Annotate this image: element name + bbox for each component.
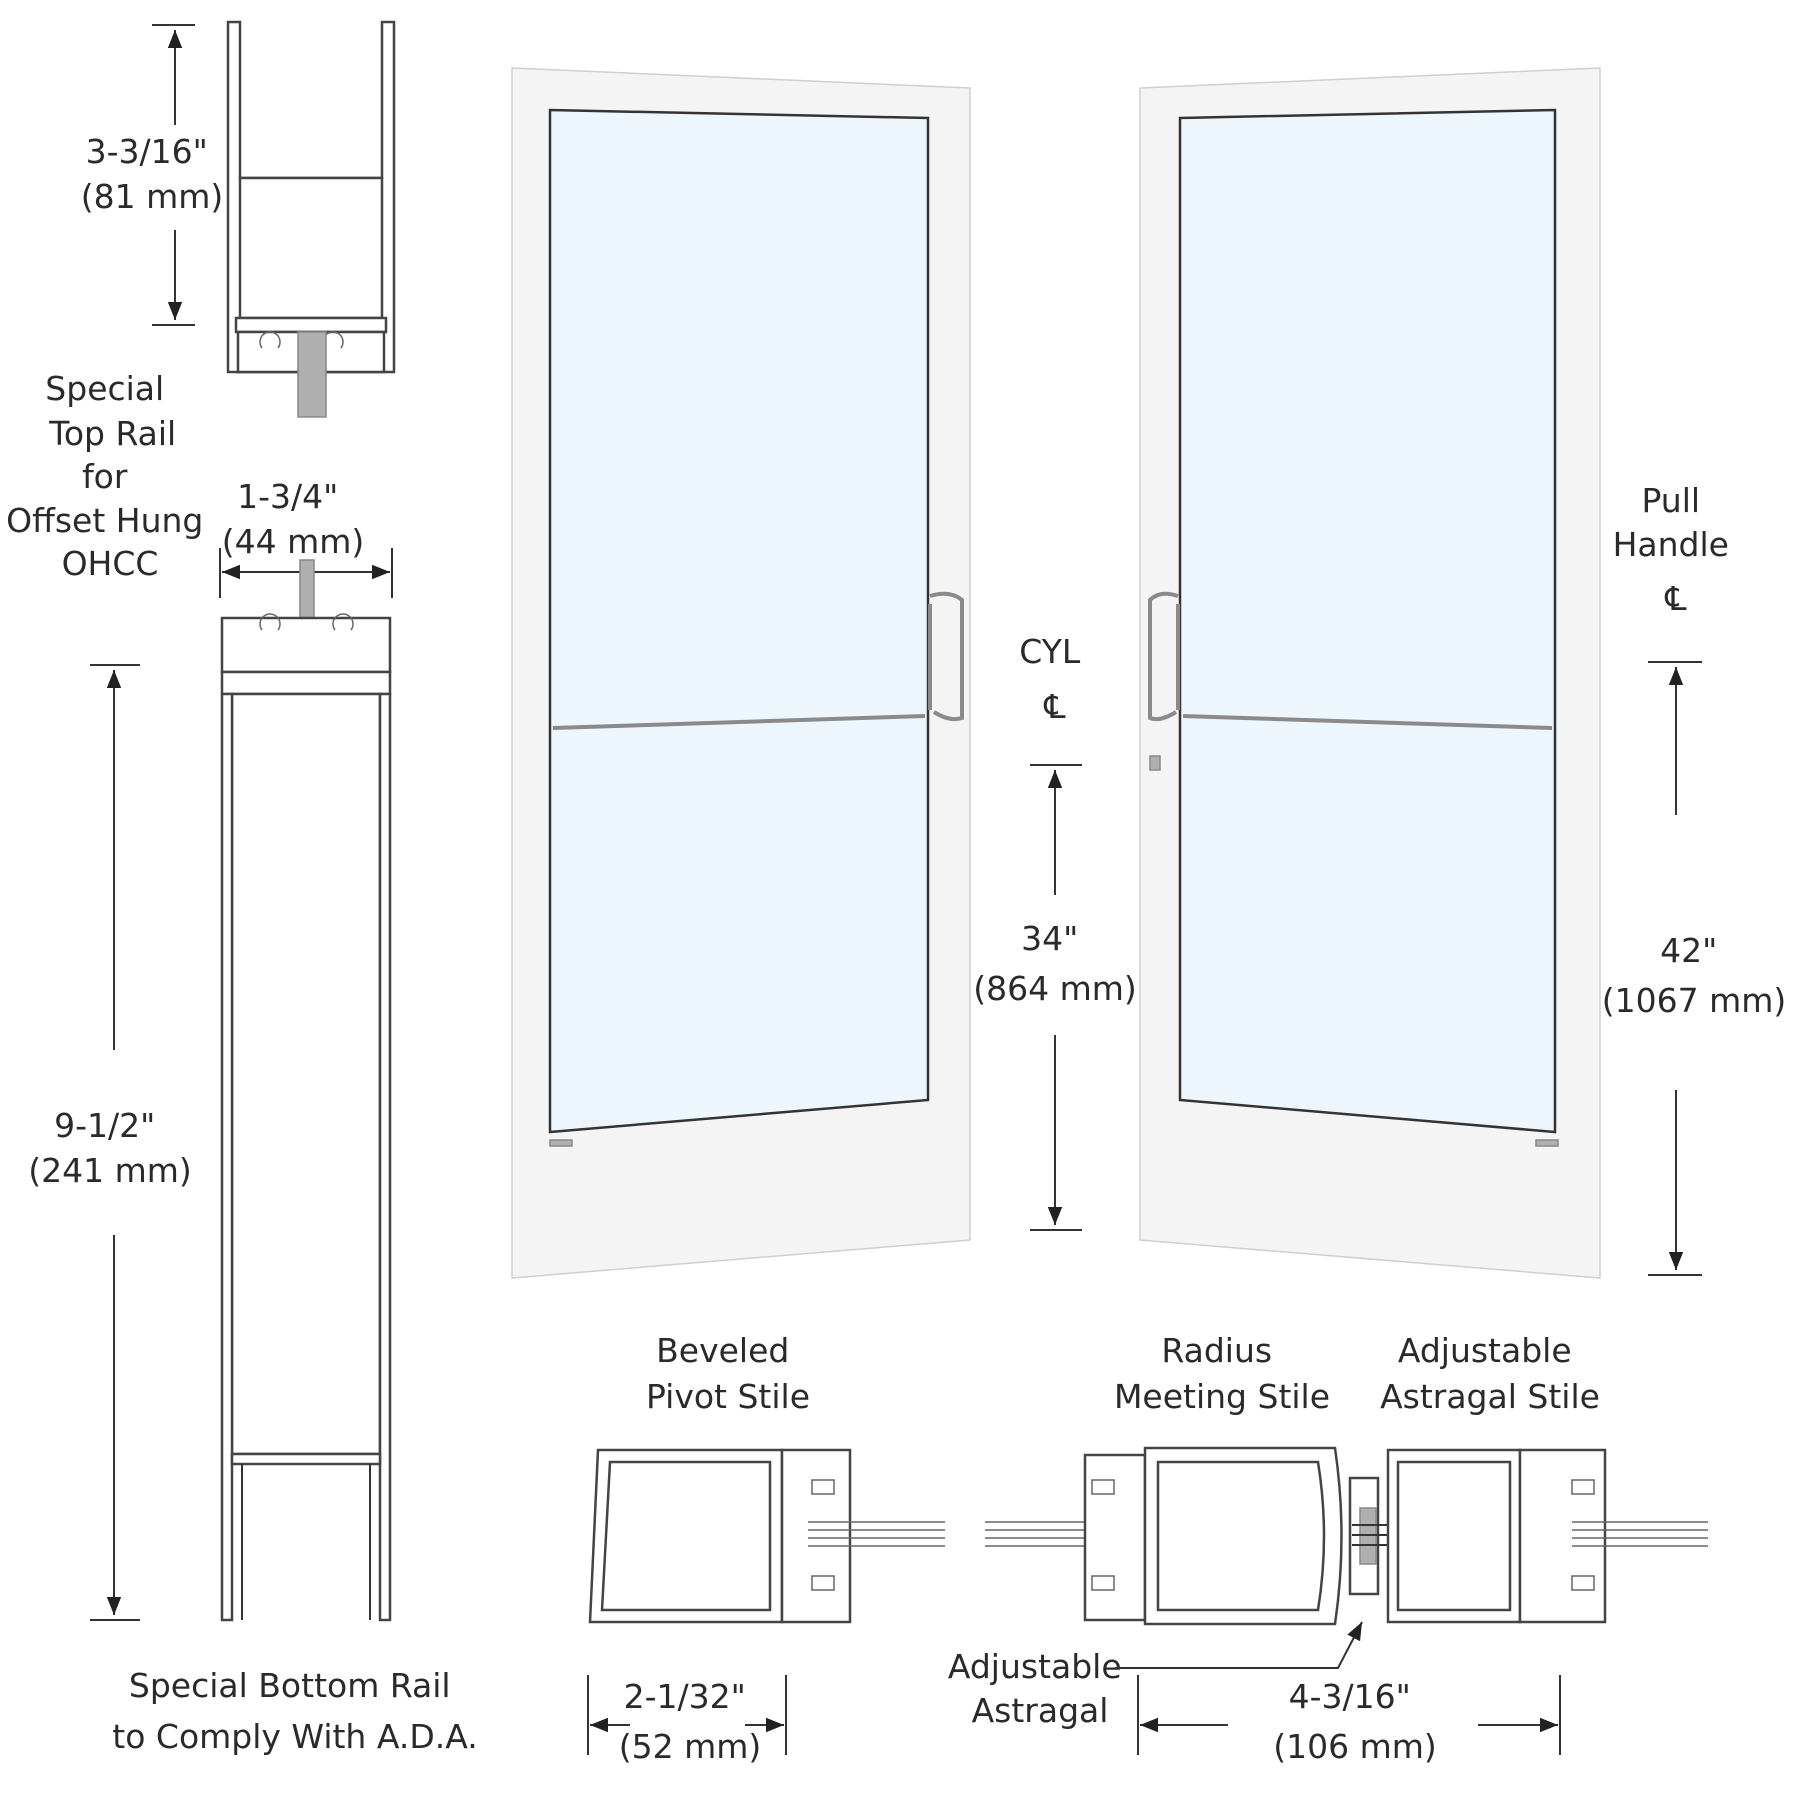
cyl-dim-label: 34" (864 mm) bbox=[973, 919, 1137, 1008]
left-door bbox=[511, 67, 971, 1279]
pull-dim-label: 42" (1067 mm) bbox=[1602, 931, 1787, 1020]
rail-width-dim-in: 1-3/4" bbox=[237, 477, 338, 516]
astragal-stile-title: Adjustable Astragal Stile bbox=[1380, 1331, 1600, 1416]
beveled-pivot-stile-section: Beveled Pivot Stile 2-1/32" (52 mm) bbox=[587, 1331, 945, 1766]
astragal-label: Adjustable Astragal bbox=[948, 1647, 1132, 1730]
pull-handle-centerline-icon: ℄ bbox=[1664, 579, 1686, 618]
right-door bbox=[1139, 67, 1601, 1279]
cylinder-lock-icon bbox=[1149, 755, 1161, 771]
cyl-label-text: CYL bbox=[1019, 632, 1081, 671]
cyl-centerline-icon: ℄ bbox=[1043, 687, 1065, 726]
top-rail-section: 3-3/16" (81 mm) bbox=[81, 20, 396, 418]
top-rail-dim-in: 3-3/16" bbox=[86, 132, 208, 171]
pull-handle-dimension: Pull Handle ℄ 42" (1067 mm) bbox=[1602, 481, 1787, 1276]
pull-handle-label: Pull Handle ℄ bbox=[1613, 481, 1740, 618]
astragal-label-line2: Astragal bbox=[972, 1691, 1109, 1730]
top-rail-title: Special Top Rail for Offset Hung OHCC bbox=[6, 369, 214, 583]
cyl-dim-mm: (864 mm) bbox=[973, 969, 1137, 1008]
bottom-rail-dim-in: 9-1/2" bbox=[54, 1106, 155, 1145]
pull-handle-label-line1: Pull bbox=[1641, 481, 1700, 520]
pivot-stile-dim-label: 2-1/32" (52 mm) bbox=[619, 1677, 762, 1766]
pivot-stile-dim-mm: (52 mm) bbox=[619, 1727, 762, 1766]
top-rail-title-line2: Top Rail bbox=[48, 414, 176, 453]
pull-dim-mm: (1067 mm) bbox=[1602, 981, 1787, 1020]
left-door-pull-handle bbox=[929, 591, 964, 722]
meeting-dim-label: 4-3/16" (106 mm) bbox=[1273, 1677, 1437, 1766]
cyl-dimension: CYL ℄ 34" (864 mm) bbox=[973, 632, 1137, 1231]
pivot-stile-dim-in: 2-1/32" bbox=[624, 1677, 746, 1716]
pull-handle-label-line2: Handle bbox=[1613, 525, 1729, 564]
meeting-dim-in: 4-3/16" bbox=[1289, 1677, 1411, 1716]
bottom-rail-title: Special Bottom Rail to Comply With A.D.A… bbox=[112, 1666, 477, 1756]
cyl-label: CYL ℄ bbox=[1019, 632, 1091, 726]
pivot-stile-title-line2: Pivot Stile bbox=[646, 1377, 810, 1416]
astragal-stile-title-line2: Astragal Stile bbox=[1380, 1377, 1600, 1416]
meeting-stile-title-line2: Meeting Stile bbox=[1114, 1377, 1330, 1416]
bottom-rail-section: 1-3/4" (44 mm) 9-1/2" (241 mm) bbox=[28, 477, 393, 1622]
bottom-rail-dim-mm: (241 mm) bbox=[28, 1151, 192, 1190]
top-rail-title-line5: OHCC bbox=[62, 544, 159, 583]
top-rail-title-line4: Offset Hung bbox=[6, 501, 203, 540]
top-rail-title-line3: for bbox=[82, 457, 128, 496]
top-rail-dim-mm: (81 mm) bbox=[81, 177, 224, 216]
meeting-stile-section: Radius Meeting Stile Adjustable Astragal… bbox=[948, 1331, 1708, 1766]
top-rail-dim-label: 3-3/16" (81 mm) bbox=[81, 132, 224, 216]
meeting-dim-mm: (106 mm) bbox=[1273, 1727, 1437, 1766]
pivot-stile-title-line1: Beveled bbox=[656, 1331, 789, 1370]
astragal-stile-title-line1: Adjustable bbox=[1398, 1331, 1572, 1370]
meeting-stile-title-line1: Radius bbox=[1161, 1331, 1272, 1370]
bottom-rail-dim-label: 9-1/2" (241 mm) bbox=[28, 1106, 192, 1190]
right-door-pull-handle bbox=[1148, 591, 1179, 722]
meeting-stile-title: Radius Meeting Stile bbox=[1114, 1331, 1330, 1416]
rail-width-dim-mm: (44 mm) bbox=[222, 522, 365, 561]
astragal-label-line1: Adjustable bbox=[948, 1647, 1122, 1686]
pull-dim-in: 42" bbox=[1660, 931, 1717, 970]
rail-width-dim-label: 1-3/4" (44 mm) bbox=[222, 477, 365, 561]
cyl-dim-in: 34" bbox=[1021, 919, 1078, 958]
bottom-rail-title-line1: Special Bottom Rail bbox=[129, 1666, 451, 1705]
bottom-rail-title-line2: to Comply With A.D.A. bbox=[112, 1717, 477, 1756]
top-rail-title-line1: Special bbox=[45, 369, 164, 408]
pivot-stile-title: Beveled Pivot Stile bbox=[646, 1331, 810, 1416]
